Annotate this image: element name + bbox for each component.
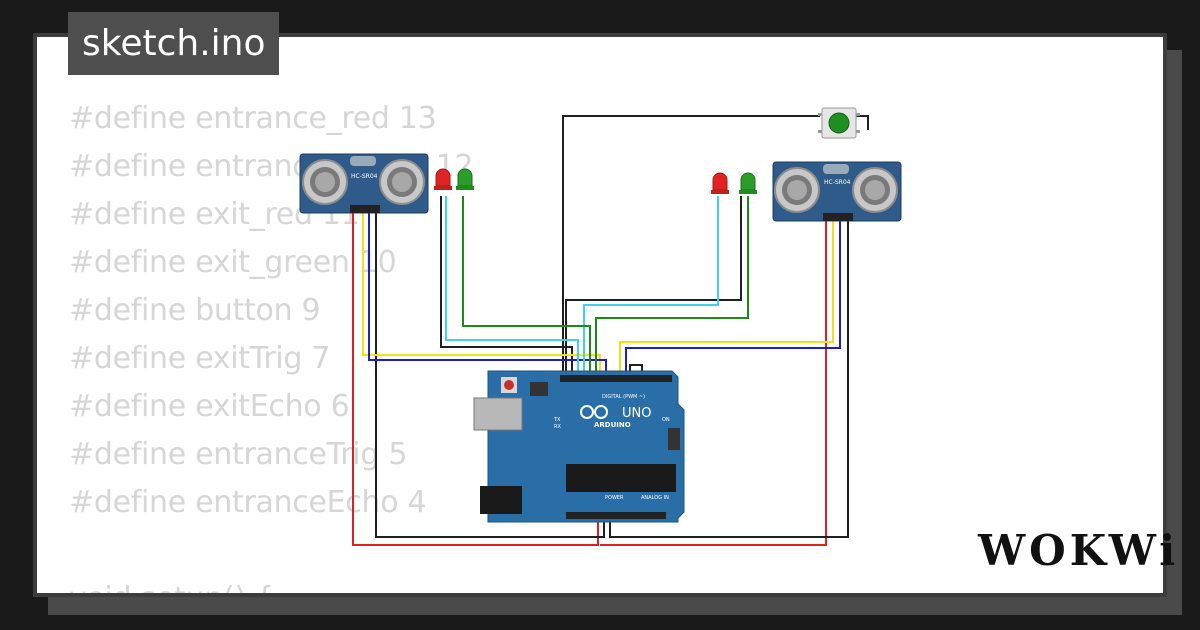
code-line: #define entranceTrig 5 bbox=[69, 437, 408, 472]
code-line: #define exitEcho 6 bbox=[69, 389, 350, 424]
code-line: #define exitTrig 7 bbox=[69, 341, 331, 376]
arduino-logo-icon bbox=[580, 405, 608, 419]
ultrasonic-sensor-right[interactable]: HC-SR04 bbox=[772, 161, 902, 222]
wokwi-logo: WOKWi bbox=[978, 526, 1180, 575]
wire-yellow-right bbox=[619, 220, 834, 378]
code-line: #define entranceEcho 4 bbox=[69, 485, 427, 520]
wire-green-left bbox=[462, 196, 591, 378]
wire-black-button bbox=[562, 115, 820, 378]
wire-red-right bbox=[600, 220, 827, 546]
sensor-right-label: HC-SR04 bbox=[824, 179, 851, 186]
wire-black-led-left bbox=[440, 196, 573, 378]
led-green-entrance[interactable] bbox=[456, 168, 474, 190]
analog-header-label: ANALOG IN bbox=[641, 495, 669, 501]
arduino-uno-board[interactable]: DIGITAL (PWM ~) ARDUINO UNO POWER ANALOG… bbox=[473, 370, 685, 523]
wire-green-right bbox=[595, 196, 749, 378]
ultrasonic-sensor-left[interactable]: HC-SR04 bbox=[299, 153, 429, 214]
code-line: #define exit_green 10 bbox=[69, 245, 397, 280]
led-red-exit[interactable] bbox=[711, 172, 729, 194]
led-red-entrance[interactable] bbox=[434, 168, 452, 190]
code-line: void setup() { bbox=[69, 575, 473, 593]
wire-black-button-pin bbox=[565, 196, 742, 378]
push-button[interactable] bbox=[818, 107, 860, 139]
wire-cyan-right bbox=[583, 196, 719, 378]
digital-header-label: DIGITAL (PWM ~) bbox=[602, 394, 645, 400]
wire-black-left bbox=[375, 212, 605, 538]
wire-yellow-left bbox=[362, 212, 601, 378]
code-line: #define entrance_red 13 bbox=[69, 101, 437, 136]
file-name-tab[interactable]: sketch.ino bbox=[68, 12, 280, 75]
sensor-left-label: HC-SR04 bbox=[351, 173, 378, 180]
wire-blue-right bbox=[625, 220, 841, 378]
wire-black-right bbox=[609, 220, 849, 538]
wire-blue-left bbox=[368, 212, 607, 378]
rx-led-label: RX bbox=[554, 424, 561, 430]
tx-led-label: TX bbox=[553, 417, 561, 423]
wire-cyan-left bbox=[445, 196, 579, 378]
arduino-model-label: UNO bbox=[622, 406, 651, 421]
power-header-label: POWER bbox=[605, 495, 624, 501]
led-green-exit[interactable] bbox=[739, 172, 757, 194]
arduino-brand-label: ARDUINO bbox=[594, 421, 631, 429]
wire-red-left bbox=[352, 212, 599, 546]
code-line: #define button 9 bbox=[69, 293, 321, 328]
on-led-label: ON bbox=[662, 417, 670, 423]
